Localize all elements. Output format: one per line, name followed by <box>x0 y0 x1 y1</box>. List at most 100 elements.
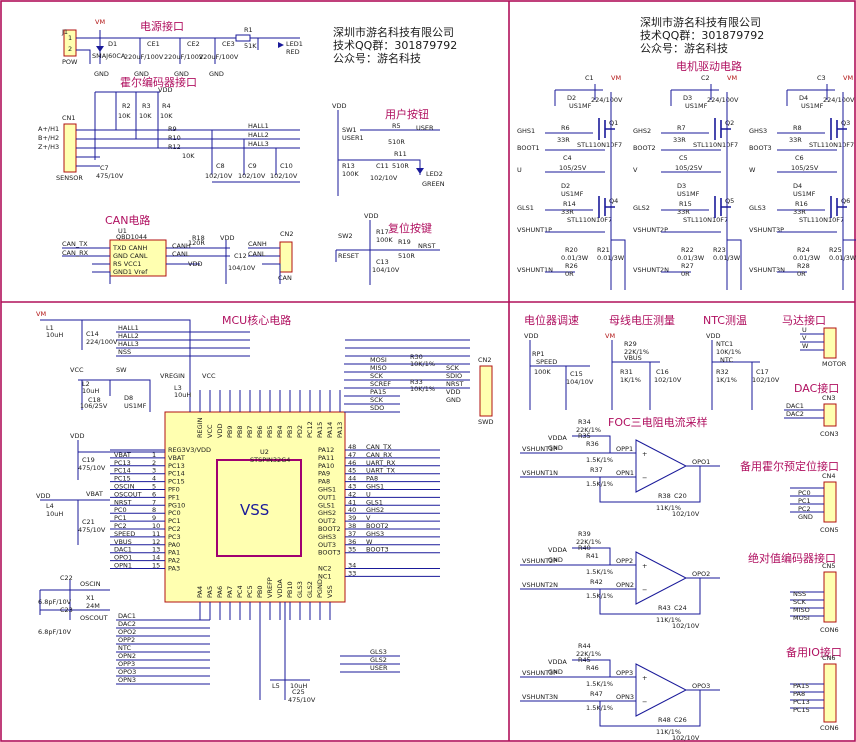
svg-text:1: 1 <box>68 34 72 42</box>
mcu-pin-top: PB3 <box>286 425 294 438</box>
mcu-net-top: PA15 <box>370 388 386 396</box>
gate-r-2: R16 <box>795 200 808 208</box>
mcu-pin-num: 40 <box>348 506 356 514</box>
mcu-pin-num: 34 <box>348 562 356 570</box>
vss-label: VSS <box>240 501 269 519</box>
mcu-pin-right: PA11 <box>318 454 334 462</box>
svg-text:10K: 10K <box>139 112 152 120</box>
mcu-pin-num: 12 <box>152 538 160 546</box>
net-ghs: GHS1 <box>517 127 535 135</box>
net-opp: OPP2 <box>616 557 633 565</box>
svg-text:VDD: VDD <box>332 102 346 110</box>
svg-text:B+/H2: B+/H2 <box>38 134 59 142</box>
res: R40 <box>578 544 591 552</box>
mcu-pin-num: 5 <box>152 483 156 491</box>
power-connector <box>63 29 77 57</box>
net-opo: OPO1 <box>692 458 710 466</box>
svg-text:CN2: CN2 <box>478 356 492 364</box>
vdda-label: VDDA <box>548 658 567 666</box>
title-motor-drive: 电机驱动电路 <box>676 59 742 73</box>
svg-text:U2: U2 <box>260 448 269 456</box>
svg-text:USER: USER <box>416 124 434 132</box>
can-section: U1 QBD1044 TXD CANH GND CANL RS VCC1 GND… <box>62 227 294 284</box>
mcu-net-left: PC14 <box>114 467 131 475</box>
diode: D3 <box>683 94 692 102</box>
gate-r-2-val: 33R <box>677 208 690 216</box>
svg-text:GND: GND <box>94 70 109 78</box>
net-opn: OPN1 <box>616 469 634 477</box>
svg-text:GND: GND <box>446 396 461 404</box>
gate-r: R8 <box>793 124 802 132</box>
mcu-net-top: SCK <box>370 372 384 380</box>
mcu-pin-bottom: PB0 <box>256 585 264 598</box>
mcu-pin-left: PC3 <box>168 533 181 541</box>
drive-phase: C3224/100VVMD4US1MFGHS3BOOT3WGLS3VSHUNT3… <box>749 74 856 290</box>
svg-text:HALL1: HALL1 <box>248 122 269 130</box>
shunt-r-2: R23 <box>713 246 726 254</box>
mcu-net-top: HALL2 <box>118 332 139 340</box>
company-name: 深圳市游名科技有限公司 <box>333 25 454 39</box>
mcu-pin-right: NC1 <box>318 572 332 580</box>
svg-text:TXD CANH: TXD CANH <box>112 244 147 252</box>
svg-text:2: 2 <box>68 45 72 53</box>
mcu-net-right: UART_RX <box>366 459 396 467</box>
svg-text:102/10V: 102/10V <box>370 174 398 182</box>
mcu-pin-num: 15 <box>152 562 160 570</box>
svg-text:10K/1%: 10K/1% <box>410 360 435 368</box>
mcu-pin-left: VBAT <box>168 454 185 462</box>
svg-text:10uH: 10uH <box>46 331 63 339</box>
svg-text:CANH: CANH <box>248 240 267 248</box>
svg-text:NRST: NRST <box>418 242 436 250</box>
res: R37 <box>590 466 603 474</box>
mcu-pin-right: PA8 <box>318 478 330 486</box>
svg-text:10uH: 10uH <box>290 682 307 690</box>
svg-text:10K: 10K <box>118 112 131 120</box>
svg-text:OSCIN: OSCIN <box>80 580 101 588</box>
mcu-net-bottom: USER <box>370 664 388 672</box>
diode-val: US1MF <box>569 102 592 110</box>
svg-text:VDD: VDD <box>706 332 720 340</box>
svg-text:102/10V: 102/10V <box>752 376 780 384</box>
opamp-plus: + <box>642 674 647 682</box>
net-ghs: GHS3 <box>749 127 767 135</box>
drive-phase: C2224/100VVMD3US1MFGHS2BOOT2VGLS2VSHUNT2… <box>633 74 742 290</box>
cap-fb: C20 <box>674 492 687 500</box>
mcu-pin-left: PC2 <box>168 525 181 533</box>
cap-vcc-val: 105/25V <box>559 164 587 172</box>
mosfet-high: Q2 <box>725 119 734 127</box>
backup-io-connector <box>823 663 837 723</box>
mcu-pin-bottom: PA4 <box>196 586 204 598</box>
mcu-pin-right: GHS2 <box>318 509 336 517</box>
svg-text:CAN_TX: CAN_TX <box>62 240 88 248</box>
svg-text:SW1: SW1 <box>342 126 357 134</box>
res-val: 1.5K/1% <box>586 592 613 600</box>
shunt-r-val: 0.01/3W <box>793 254 821 262</box>
vdda-label: VDDA <box>548 546 567 554</box>
mcu-pin-top: PB8 <box>236 425 244 438</box>
svg-text:C21: C21 <box>82 518 95 526</box>
mcu-net-top: HALL1 <box>118 324 139 332</box>
svg-text:L3: L3 <box>174 384 182 392</box>
gate-r-val: 33R <box>557 136 570 144</box>
svg-text:10K/1%: 10K/1% <box>410 385 435 393</box>
title-backup-hall: 备用霍尔预定位接口 <box>740 459 839 473</box>
mcu-pin-bottom: GLS3 <box>296 581 304 598</box>
vm-label: VM <box>727 74 737 82</box>
mcu-net-bottom: DAC2 <box>118 620 136 628</box>
svg-text:VBUS: VBUS <box>624 354 642 362</box>
gate-r-2: R14 <box>563 200 576 208</box>
mcu-pin-left: PA0 <box>168 541 180 549</box>
svg-text:100K: 100K <box>342 170 359 178</box>
shunt-r-2-val: 0.01/3W <box>597 254 625 262</box>
svg-text:VDD: VDD <box>524 332 538 340</box>
svg-text:J1: J1 <box>61 28 68 36</box>
net-opn: OPN3 <box>616 693 634 701</box>
svg-text:POW: POW <box>62 58 78 66</box>
svg-text:HALL3: HALL3 <box>248 140 269 148</box>
cap-boot: C3 <box>817 74 826 82</box>
net-shunt-p: VSHUNT3P <box>749 226 784 234</box>
mosfet-low: Q5 <box>725 197 734 205</box>
